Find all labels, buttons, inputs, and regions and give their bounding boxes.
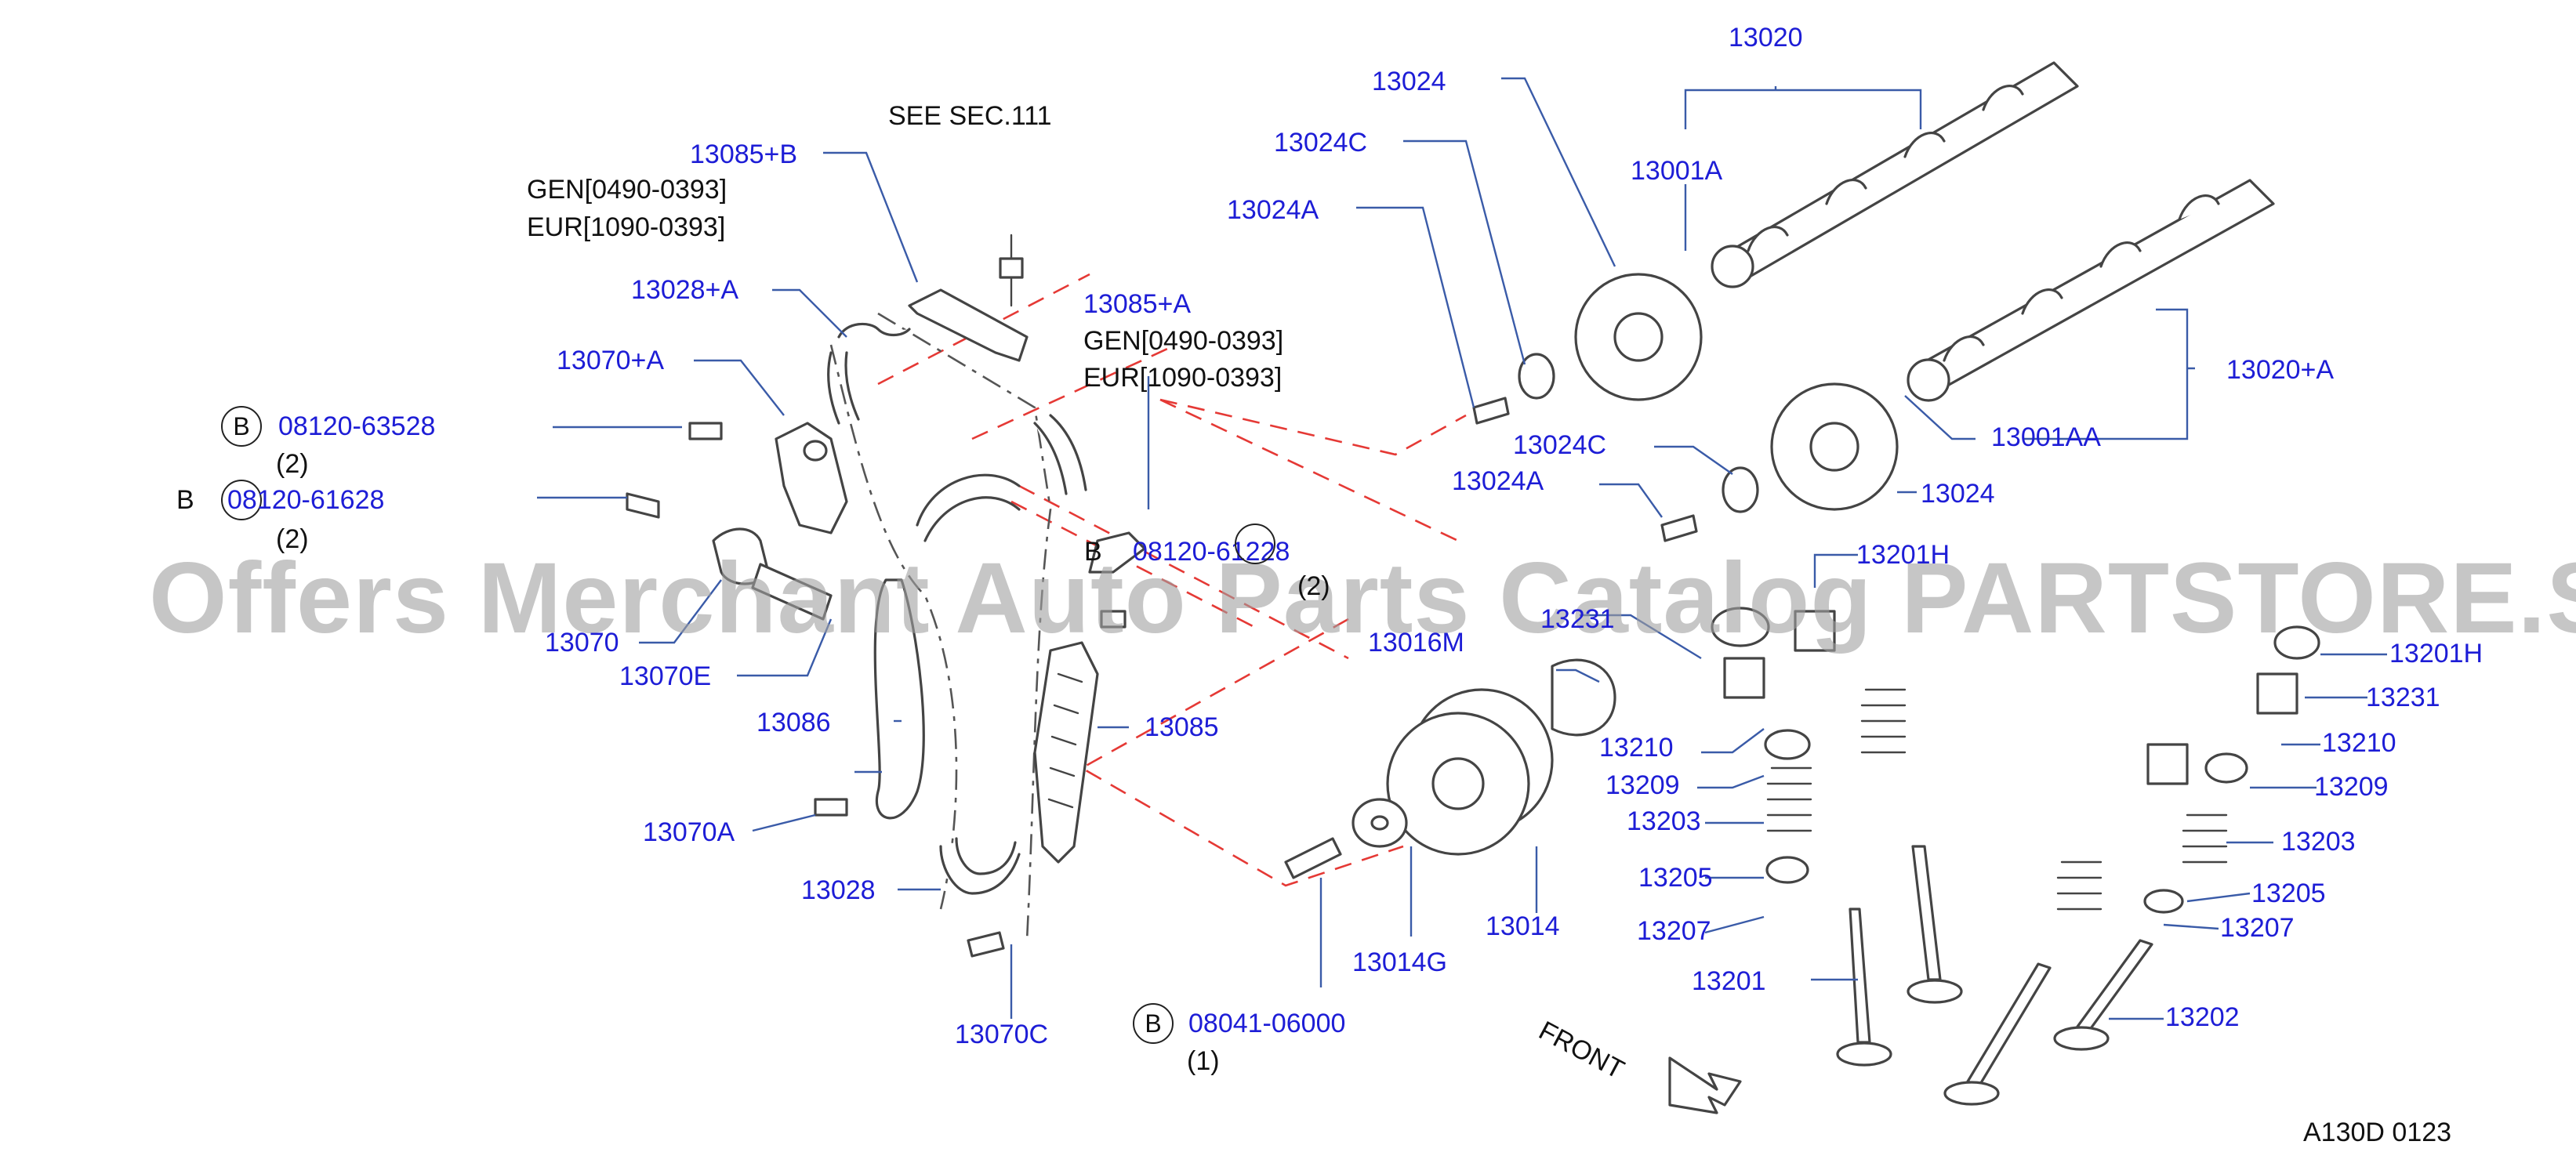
label-13203-left[interactable]: 13203 <box>1627 806 1701 836</box>
valve-train-right <box>1943 625 2320 1106</box>
label-bolt-08120-63528[interactable]: 08120-63528 <box>278 411 436 441</box>
label-13024c-top[interactable]: 13024C <box>1274 128 1368 158</box>
label-13202[interactable]: 13202 <box>2165 1002 2240 1032</box>
label-13086[interactable]: 13086 <box>756 708 831 737</box>
label-13201h-left[interactable]: 13201H <box>1856 540 1950 570</box>
label-eur-range-2: EUR[1090-0393] <box>1083 363 1283 393</box>
label-gen-range-2: GEN[0490-0393] <box>1083 326 1284 356</box>
b-circle-icon-4: B <box>1133 1003 1174 1044</box>
label-13024c[interactable]: 13024C <box>1513 430 1607 460</box>
label-13070e[interactable]: 13070E <box>619 661 712 691</box>
b-circle-icon: B <box>221 406 262 447</box>
label-13024a[interactable]: 13024A <box>1452 466 1544 496</box>
chain-guide-top <box>908 234 1029 362</box>
label-13231-left[interactable]: 13231 <box>1540 604 1615 634</box>
label-13028a[interactable]: 13028+A <box>631 275 739 305</box>
label-13001aa[interactable]: 13001AA <box>1991 422 2101 452</box>
label-13231-right[interactable]: 13231 <box>2366 683 2440 712</box>
cam-sprockets <box>1472 273 1899 542</box>
label-13085a[interactable]: 13085+A <box>1083 289 1192 319</box>
label-bolt1-qty: (2) <box>276 449 309 479</box>
label-13085[interactable]: 13085 <box>1145 712 1219 742</box>
label-bolt2-qty: (2) <box>276 524 309 554</box>
label-13201h-right[interactable]: 13201H <box>2389 639 2483 668</box>
label-13024a-top[interactable]: 13024A <box>1227 195 1319 225</box>
label-bolt4-qty: (1) <box>1187 1046 1220 1076</box>
watermark: Offers Merchant Auto Parts Catalog PARTS… <box>149 542 2576 654</box>
label-13014g[interactable]: 13014G <box>1352 947 1447 977</box>
label-13210-left[interactable]: 13210 <box>1599 733 1674 763</box>
label-13085b[interactable]: 13085+B <box>690 139 798 169</box>
leader-lines <box>537 77 2387 1020</box>
label-13070[interactable]: 13070 <box>545 628 619 658</box>
label-13203-right[interactable]: 13203 <box>2281 827 2356 857</box>
b-circle-icon-3 <box>1235 524 1275 564</box>
timing-chain-line <box>829 312 1052 941</box>
label-bolt-08041-06000[interactable]: 08041-06000 <box>1188 1009 1346 1038</box>
label-13201[interactable]: 13201 <box>1692 966 1766 996</box>
label-13205-right[interactable]: 13205 <box>2251 879 2326 908</box>
label-13024[interactable]: 13024 <box>1921 479 1995 509</box>
slack-guide <box>814 578 925 820</box>
label-13070a[interactable]: 13070A <box>643 817 735 847</box>
b-circle-icon-2 <box>221 480 262 520</box>
label-13014[interactable]: 13014 <box>1486 911 1560 941</box>
label-13070a-top[interactable]: 13070+A <box>557 346 665 375</box>
label-13028[interactable]: 13028 <box>801 875 876 905</box>
bolt-13070c <box>967 931 1005 958</box>
label-13207-right[interactable]: 13207 <box>2220 913 2295 943</box>
label-bolt-08120-61628[interactable]: 08120-61628 <box>227 485 385 515</box>
label-13205-left[interactable]: 13205 <box>1638 863 1713 893</box>
camshafts <box>1711 61 2275 402</box>
tensioner-assembly <box>626 422 848 621</box>
label-b-letter: B <box>176 485 194 515</box>
label-13020a[interactable]: 13020+A <box>2226 355 2335 385</box>
label-gen-range-1: GEN[0490-0393] <box>527 175 727 205</box>
label-13070c[interactable]: 13070C <box>955 1020 1049 1049</box>
label-13209-left[interactable]: 13209 <box>1605 770 1680 800</box>
upper-chain <box>827 322 1087 542</box>
label-13016m[interactable]: 13016M <box>1368 628 1464 658</box>
tension-guide <box>1033 531 1146 864</box>
label-b-letter-3: B <box>1084 537 1102 567</box>
label-13020[interactable]: 13020 <box>1729 23 1803 53</box>
label-eur-range-1: EUR[1090-0393] <box>527 212 726 242</box>
label-bolt3-qty: (2) <box>1297 571 1330 601</box>
front-arrow-icon <box>1668 1056 1742 1114</box>
label-13024-top[interactable]: 13024 <box>1372 67 1446 96</box>
label-see-section[interactable]: SEE SEC.111 <box>888 101 1052 131</box>
label-13210-right[interactable]: 13210 <box>2322 728 2396 758</box>
label-13207-left[interactable]: 13207 <box>1637 916 1711 946</box>
crank-sprocket <box>1284 658 1616 879</box>
valve-train-left <box>1711 607 1963 1067</box>
label-13209-right[interactable]: 13209 <box>2314 772 2389 802</box>
lower-chain <box>939 837 1021 895</box>
label-diagram-code: A130D 0123 <box>2303 1118 2452 1147</box>
label-13001a[interactable]: 13001A <box>1631 156 1723 186</box>
